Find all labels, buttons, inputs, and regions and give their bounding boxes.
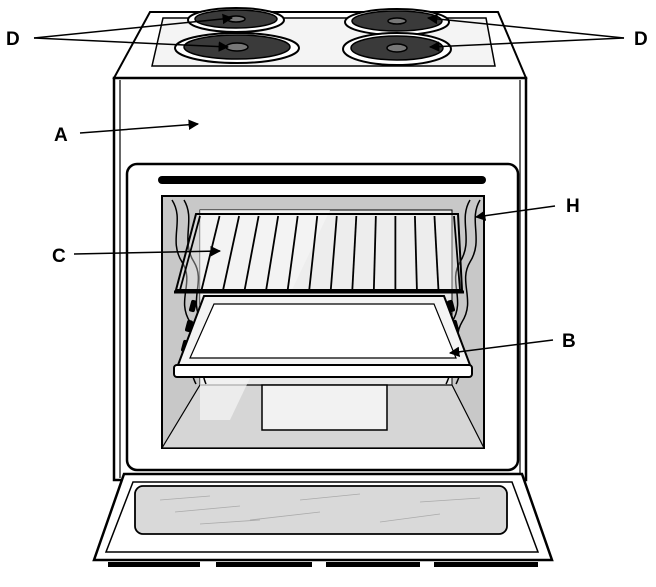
oven-door-glass	[134, 485, 508, 535]
label-b: B	[562, 331, 576, 352]
rack-bar	[179, 215, 201, 291]
rack-bar	[265, 215, 280, 291]
door-feet	[108, 562, 538, 567]
rack-bar	[453, 215, 461, 291]
label-a: A	[54, 125, 68, 146]
hotplate-front-right	[342, 32, 452, 66]
rack-bar	[372, 215, 377, 291]
vent-slot	[158, 176, 486, 184]
label-c: C	[52, 246, 66, 267]
callout-line-d-left-2	[33, 37, 230, 52]
hotplate-back-left	[187, 7, 285, 33]
cavity-rear-element	[261, 384, 388, 431]
rack-bar	[351, 215, 358, 291]
glass-reflections	[159, 493, 481, 525]
rack-bar	[414, 215, 418, 291]
callout-line-b	[448, 339, 554, 358]
callout-line-d-right-2	[428, 37, 625, 52]
hotplate-back-right	[344, 8, 450, 36]
hotplates	[174, 7, 452, 66]
rack-bar	[433, 215, 440, 291]
callout-line-d-left-1	[33, 13, 234, 39]
rack-bar	[286, 215, 299, 291]
rack-bar	[329, 215, 338, 291]
baking-tray	[173, 295, 473, 378]
label-d-right: D	[634, 29, 648, 50]
hotplate-front-left	[174, 32, 300, 64]
callout-line-a	[79, 119, 200, 134]
oven-door	[92, 472, 554, 567]
callout-line-d-right-1	[426, 13, 625, 39]
label-h: H	[566, 196, 580, 217]
rack-bar	[308, 215, 319, 291]
callout-lines	[33, 13, 625, 358]
label-d-left: D	[6, 29, 20, 50]
rack-bar	[243, 215, 260, 291]
callout-line-h	[474, 205, 556, 221]
oven-opening	[125, 162, 520, 472]
callout-labels: D D A H C B	[6, 29, 648, 352]
callout-line-c	[73, 245, 222, 257]
wire-shelf	[174, 213, 464, 294]
rack-bar	[222, 215, 240, 291]
